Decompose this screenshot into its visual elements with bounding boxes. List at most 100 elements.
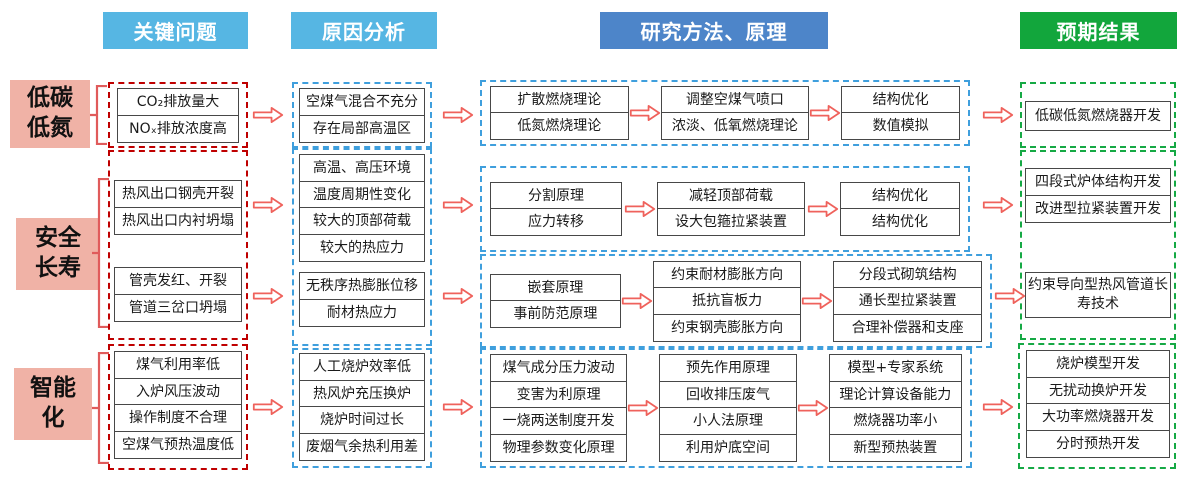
flow-arrow-icon bbox=[802, 293, 833, 310]
result-item: 烧炉模型开发 bbox=[1026, 350, 1170, 378]
row-label-line: 低碳 bbox=[27, 85, 73, 112]
problems-group-intelligent bbox=[108, 344, 248, 470]
row-label-line: 低氮 bbox=[27, 115, 73, 141]
causes-group-safety bbox=[292, 148, 432, 346]
method-item: 模型+专家系统 bbox=[828, 354, 963, 383]
problems-group-safety bbox=[108, 150, 248, 340]
method-item: 事前防范原理 bbox=[490, 300, 621, 329]
method-item: 一烧两送制度开发 bbox=[490, 407, 628, 436]
methods-row-safety-bottom: 嵌套原理 事前防范原理 约束耐材膨胀方向 抵抗盲板力 约束钢壳膨胀方向 分段式砌… bbox=[480, 254, 992, 348]
method-item: 合理补偿器和支座 bbox=[833, 313, 982, 342]
method-item: 减轻顶部荷载 bbox=[657, 181, 805, 210]
problem-item: 热风出口钢壳开裂 bbox=[114, 180, 242, 208]
flow-arrow-icon bbox=[628, 400, 659, 417]
method-item: 浓淡、低氧燃烧理论 bbox=[660, 112, 810, 141]
method-item: 结构优化 bbox=[841, 85, 960, 114]
method-item: 结构优化 bbox=[840, 181, 960, 210]
results-group-low-carbon bbox=[1020, 82, 1176, 148]
problem-item: 操作制度不合理 bbox=[114, 404, 242, 432]
flow-arrow-icon bbox=[629, 105, 660, 121]
flow-arrow-icon bbox=[252, 107, 284, 123]
method-item: 设大包箍拉紧装置 bbox=[657, 208, 805, 237]
cause-item: 空煤气混合不充分 bbox=[299, 88, 425, 116]
result-item: 大功率燃烧器开发 bbox=[1026, 403, 1170, 431]
row-label-low-carbon-low-nox: 低碳 低氮 bbox=[10, 80, 90, 148]
bracket-icon bbox=[90, 85, 107, 145]
method-item: 低氮燃烧理论 bbox=[490, 112, 629, 141]
cause-item: 温度周期性变化 bbox=[299, 180, 425, 209]
problems-group-low-carbon bbox=[108, 82, 248, 148]
header-cause-analysis: 原因分析 bbox=[291, 12, 437, 49]
flow-arrow-icon bbox=[442, 107, 474, 123]
method-item: 结构优化 bbox=[840, 208, 960, 237]
cause-item: 高温、高压环境 bbox=[299, 154, 425, 182]
method-item: 分段式砌筑结构 bbox=[833, 260, 982, 289]
flow-arrow-icon bbox=[252, 288, 284, 305]
flow-arrow-icon bbox=[994, 288, 1026, 305]
method-item: 回收排压废气 bbox=[659, 380, 797, 409]
cause-item: 废烟气余热利用差 bbox=[299, 432, 425, 461]
method-item: 变害为利原理 bbox=[490, 380, 628, 409]
flow-arrow-icon bbox=[982, 399, 1014, 416]
result-item: 低碳低氮燃烧器开发 bbox=[1025, 101, 1171, 131]
methods-row-intelligent: 煤气成分压力波动 变害为利原理 一烧两送制度开发 物理参数变化原理 预先作用原理… bbox=[480, 348, 972, 468]
method-item: 通长型拉紧装置 bbox=[833, 287, 982, 315]
header-expected-results: 预期结果 bbox=[1020, 12, 1177, 49]
method-item: 燃烧器功率小 bbox=[828, 407, 963, 436]
problem-item: NOₓ排放浓度高 bbox=[117, 114, 239, 143]
cause-item: 较大的热应力 bbox=[299, 233, 425, 262]
flow-arrow-icon bbox=[442, 197, 474, 213]
method-item: 嵌套原理 bbox=[490, 273, 621, 302]
flow-arrow-icon bbox=[442, 399, 474, 416]
method-item: 约束钢壳膨胀方向 bbox=[652, 313, 802, 342]
problem-item: CO₂排放量大 bbox=[117, 88, 239, 116]
flow-arrow-icon bbox=[624, 201, 655, 217]
method-item: 新型预热装置 bbox=[828, 433, 963, 462]
result-item: 约束导向型热风管道长寿技术 bbox=[1025, 272, 1171, 318]
cause-item: 无秩序热膨胀位移 bbox=[299, 272, 425, 300]
row-label-line: 智能 bbox=[30, 375, 76, 402]
flow-arrow-icon bbox=[982, 107, 1014, 123]
row-label-safety-longevity: 安全 长寿 bbox=[16, 218, 100, 290]
result-item: 四段式炉体结构开发 bbox=[1025, 168, 1171, 196]
flow-arrow-icon bbox=[252, 399, 284, 416]
row-label-line: 安全 bbox=[35, 225, 81, 252]
problem-item: 空煤气预热温度低 bbox=[114, 430, 242, 459]
problem-item: 管道三岔口坍塌 bbox=[114, 293, 242, 322]
method-item: 抵抗盲板力 bbox=[652, 287, 802, 315]
problem-item: 管壳发红、开裂 bbox=[114, 267, 242, 295]
problem-item: 热风出口内衬坍塌 bbox=[114, 206, 242, 235]
method-item: 扩散燃烧理论 bbox=[490, 85, 629, 114]
row-label-line: 长寿 bbox=[35, 255, 81, 281]
row-label-intelligent: 智能 化 bbox=[14, 368, 92, 440]
method-item: 约束耐材膨胀方向 bbox=[652, 260, 802, 289]
method-item: 预先作用原理 bbox=[659, 354, 797, 383]
results-group-safety bbox=[1020, 150, 1176, 340]
cause-item: 热风炉充压换炉 bbox=[299, 379, 425, 408]
causes-group-intelligent bbox=[292, 348, 432, 468]
flow-arrow-icon bbox=[797, 400, 828, 417]
cause-item: 烧炉时间过长 bbox=[299, 406, 425, 434]
method-item: 调整空煤气喷口 bbox=[660, 85, 810, 114]
header-key-problems: 关键问题 bbox=[103, 12, 248, 49]
flow-arrow-icon bbox=[982, 197, 1014, 213]
problem-item: 入炉风压波动 bbox=[114, 377, 242, 406]
method-item: 利用炉底空间 bbox=[659, 433, 797, 462]
flow-arrow-icon bbox=[621, 293, 652, 310]
method-item: 理论计算设备能力 bbox=[828, 380, 963, 409]
method-item: 物理参数变化原理 bbox=[490, 433, 628, 462]
flow-arrow-icon bbox=[252, 197, 284, 213]
flow-arrow-icon bbox=[442, 288, 474, 305]
methods-row-low-carbon: 扩散燃烧理论 低氮燃烧理论 调整空煤气喷口 浓淡、低氧燃烧理论 结构优化 数值模… bbox=[480, 80, 970, 146]
method-item: 分割原理 bbox=[490, 181, 622, 210]
cause-item: 存在局部高温区 bbox=[299, 114, 425, 143]
methods-row-safety-top: 分割原理 应力转移 减轻顶部荷载 设大包箍拉紧装置 结构优化 结构优化 bbox=[480, 166, 970, 252]
result-item: 无扰动换炉开发 bbox=[1026, 376, 1170, 405]
method-item: 应力转移 bbox=[490, 208, 622, 237]
cause-item: 耐材热应力 bbox=[299, 298, 425, 327]
results-group-intelligent bbox=[1018, 343, 1176, 469]
row-label-line: 化 bbox=[41, 405, 65, 431]
causes-group-low-carbon bbox=[292, 82, 432, 148]
problem-item: 煤气利用率低 bbox=[114, 351, 242, 379]
